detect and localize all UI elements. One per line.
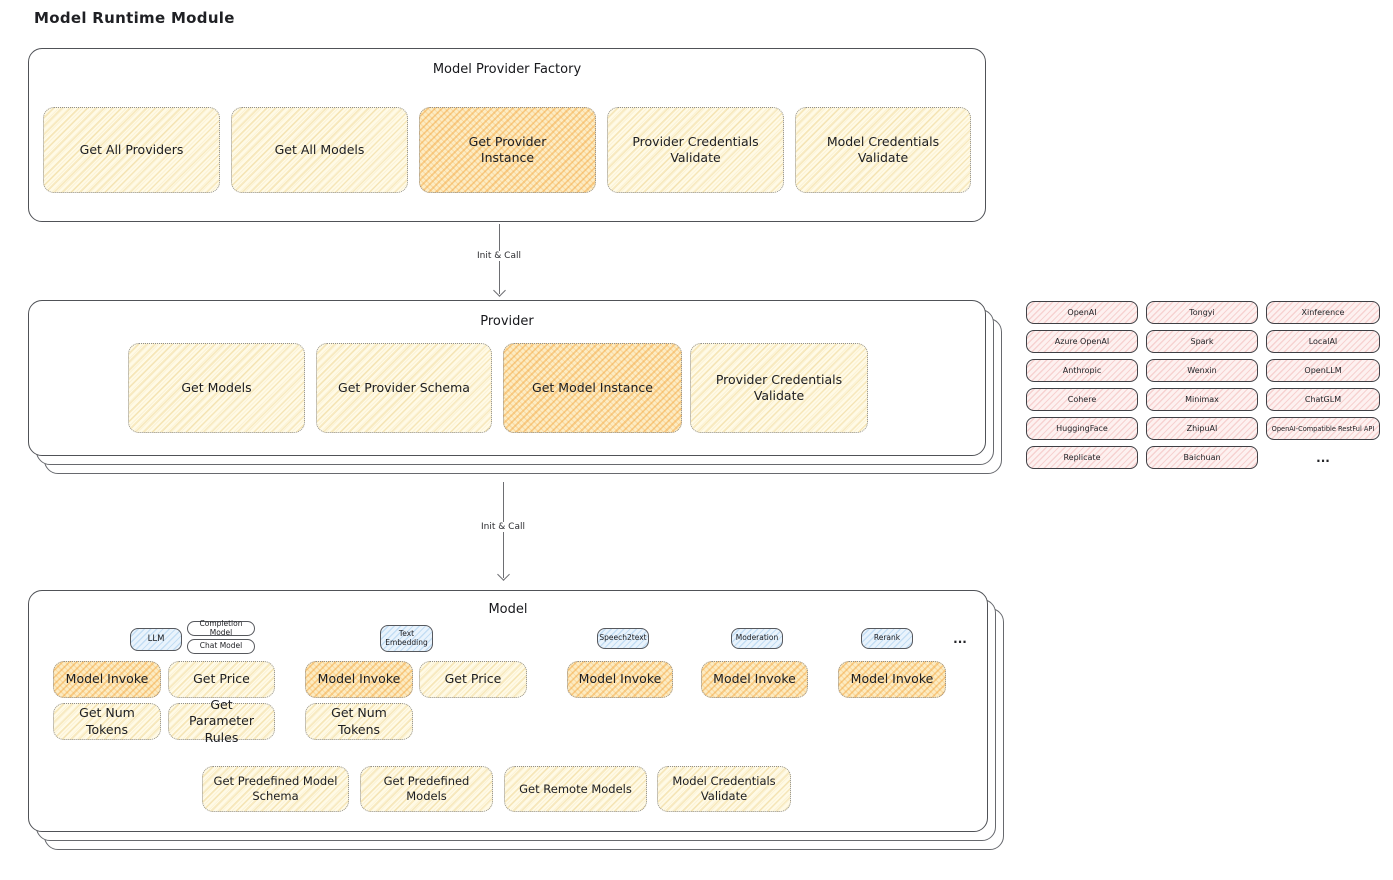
model-button-get-predefined-model-schema: Get Predefined Model Schema: [202, 766, 349, 812]
provider-pill-chatglm: ChatGLM: [1266, 388, 1380, 411]
model-button-get-remote-models: Get Remote Models: [504, 766, 647, 812]
model-button-get-num-tokens-llm: Get Num Tokens: [53, 703, 161, 740]
provider-button-get-model-instance: Get Model Instance: [503, 343, 682, 433]
model-button-invoke-speech2text: Model Invoke: [567, 661, 673, 698]
provider-pill-openai: OpenAI: [1026, 301, 1138, 324]
provider-pill-azure-openai: Azure OpenAI: [1026, 330, 1138, 353]
provider-pill-localai: LocalAI: [1266, 330, 1380, 353]
provider-button-get-models: Get Models: [128, 343, 305, 433]
model-button-invoke-text-embedding: Model Invoke: [305, 661, 413, 698]
model-button-get-parameter-rules: Get Parameter Rules: [168, 697, 275, 745]
diagram-title: Model Runtime Module: [34, 9, 235, 27]
model-button-get-price-text-embedding: Get Price: [419, 661, 527, 698]
provider-pill-tongyi: Tongyi: [1146, 301, 1258, 324]
arrow-label-init-call-1: Init & Call: [472, 251, 526, 261]
tag-llm: LLM: [130, 628, 182, 651]
model-types-ellipsis: ...: [953, 631, 967, 646]
arrow-label-init-call-2: Init & Call: [476, 522, 530, 532]
model-button-invoke-moderation: Model Invoke: [701, 661, 808, 698]
provider-list-ellipsis: ...: [1316, 450, 1330, 465]
provider-button-provider-credentials-validate: Provider Credentials Validate: [690, 343, 868, 433]
provider-pill-wenxin: Wenxin: [1146, 359, 1258, 382]
provider-pill-zhipuai: ZhipuAI: [1146, 417, 1258, 440]
provider-pill-anthropic: Anthropic: [1026, 359, 1138, 382]
factory-title: Model Provider Factory: [432, 62, 582, 77]
model-title: Model: [488, 602, 528, 617]
provider-pill-huggingface: HuggingFace: [1026, 417, 1138, 440]
provider-pill-minimax: Minimax: [1146, 388, 1258, 411]
tag-moderation: Moderation: [731, 628, 783, 649]
provider-pill-baichuan: Baichuan: [1146, 446, 1258, 469]
provider-pill-xinference: Xinference: [1266, 301, 1380, 324]
model-button-get-predefined-models: Get Predefined Models: [360, 766, 493, 812]
provider-pill-spark: Spark: [1146, 330, 1258, 353]
provider-pill-cohere: Cohere: [1026, 388, 1138, 411]
factory-button-get-all-models: Get All Models: [231, 107, 408, 193]
tag-chat-model: Chat Model: [187, 639, 255, 654]
model-button-get-num-tokens-text-embedding: Get Num Tokens: [305, 703, 413, 740]
tag-text-embedding: Text Embedding: [380, 625, 433, 652]
factory-button-provider-credentials-validate: Provider Credentials Validate: [607, 107, 784, 193]
tag-completion-model: Completion Model: [187, 619, 255, 636]
factory-button-model-credentials-validate: Model Credentials Validate: [795, 107, 971, 193]
provider-title: Provider: [480, 314, 534, 329]
provider-pill-openai-compatible-restful-api: OpenAI-Compatible RestFul API: [1266, 417, 1380, 440]
model-button-get-price-llm: Get Price: [168, 661, 275, 698]
factory-button-get-all-providers: Get All Providers: [43, 107, 220, 193]
model-button-invoke-rerank: Model Invoke: [838, 661, 946, 698]
provider-button-get-provider-schema: Get Provider Schema: [316, 343, 492, 433]
model-button-invoke-llm: Model Invoke: [53, 661, 161, 698]
tag-speech2text: Speech2text: [597, 628, 649, 649]
provider-list: OpenAI Tongyi Xinference Azure OpenAI Sp…: [1026, 301, 1380, 469]
provider-pill-replicate: Replicate: [1026, 446, 1138, 469]
provider-pill-openllm: OpenLLM: [1266, 359, 1380, 382]
factory-button-get-provider-instance: Get Provider Instance: [419, 107, 596, 193]
tag-rerank: Rerank: [861, 628, 913, 649]
model-button-model-credentials-validate: Model Credentials Validate: [657, 766, 791, 812]
